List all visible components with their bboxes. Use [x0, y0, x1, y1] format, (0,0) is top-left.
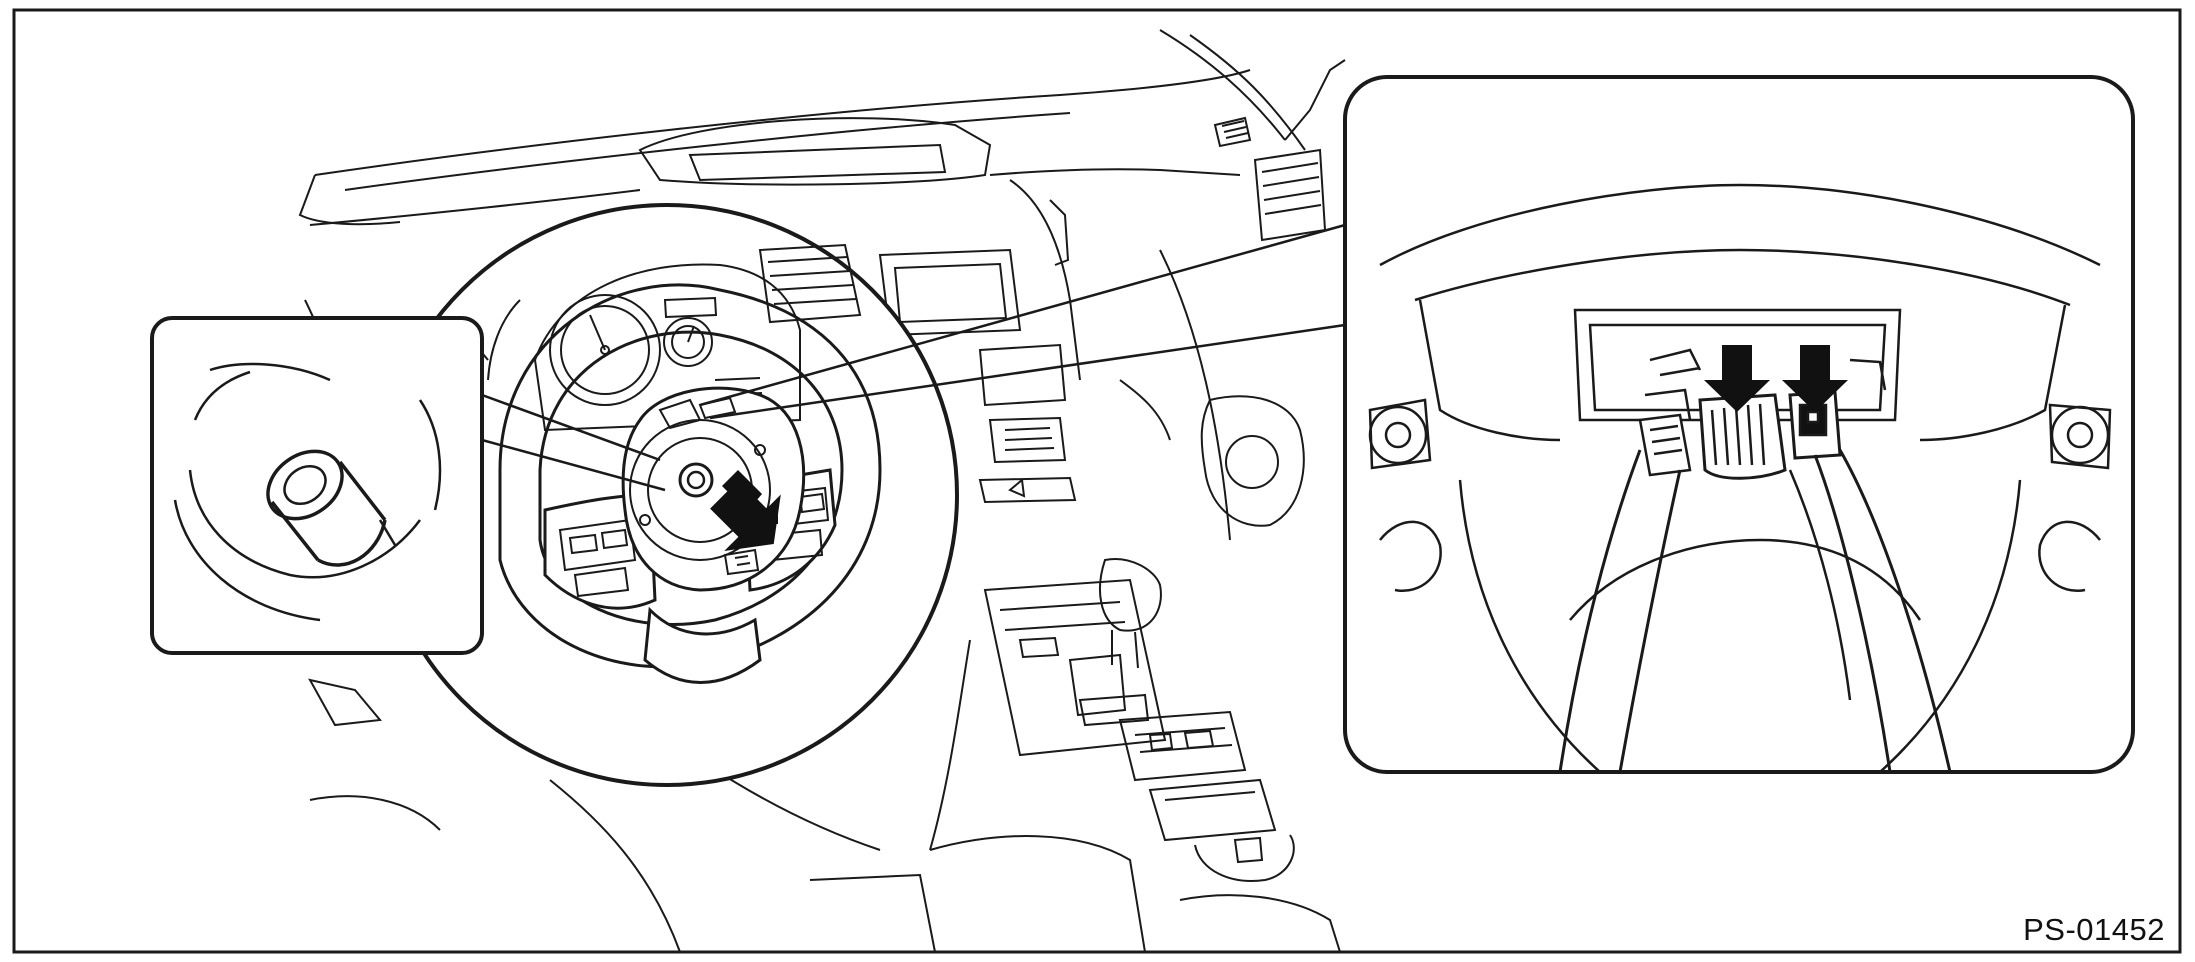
callout-leaders [481, 223, 1346, 492]
connector-arrow-left [1704, 345, 1770, 412]
bolt-closeup [173, 362, 442, 622]
main-arrow-head [710, 480, 781, 552]
left-inset-frame [150, 316, 484, 655]
figure-frame [12, 8, 2182, 954]
figure-code-label: PS-01452 [2023, 912, 2165, 947]
connector-closeup [1368, 183, 2112, 772]
connector-arrow-right [1782, 345, 1848, 412]
